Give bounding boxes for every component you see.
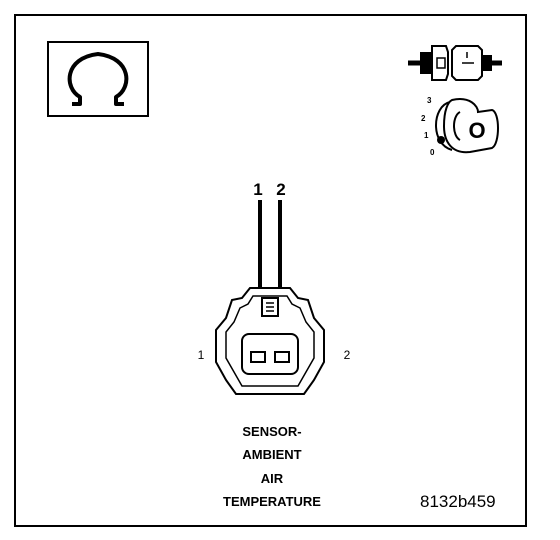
ignition-position-0: 0 [430,148,435,157]
ignition-position-2: 2 [421,114,426,123]
sensor-connector-face [215,287,325,395]
pin-label-1: 1 [253,180,262,199]
key-position-label: O [468,118,485,143]
caption-line-2: AMBIENT [242,447,302,462]
ohm-icon [47,41,149,117]
cavity-label-left: 1 [198,348,205,362]
figure-reference: 8132b459 [420,492,496,511]
caption-line-1: SENSOR- [242,424,302,439]
connector-disconnected-icon [408,45,502,81]
caption-line-3: AIR [260,471,284,486]
ignition-position-1: 1 [424,131,429,140]
caption-line-4: TEMPERATURE [223,494,321,509]
cavity-label-right: 2 [344,348,351,362]
ignition-key-off-icon: 3 2 1 0 O [421,96,499,157]
ignition-position-3: 3 [427,96,432,105]
diagram-frame [14,14,527,527]
pin-label-2: 2 [276,180,285,199]
